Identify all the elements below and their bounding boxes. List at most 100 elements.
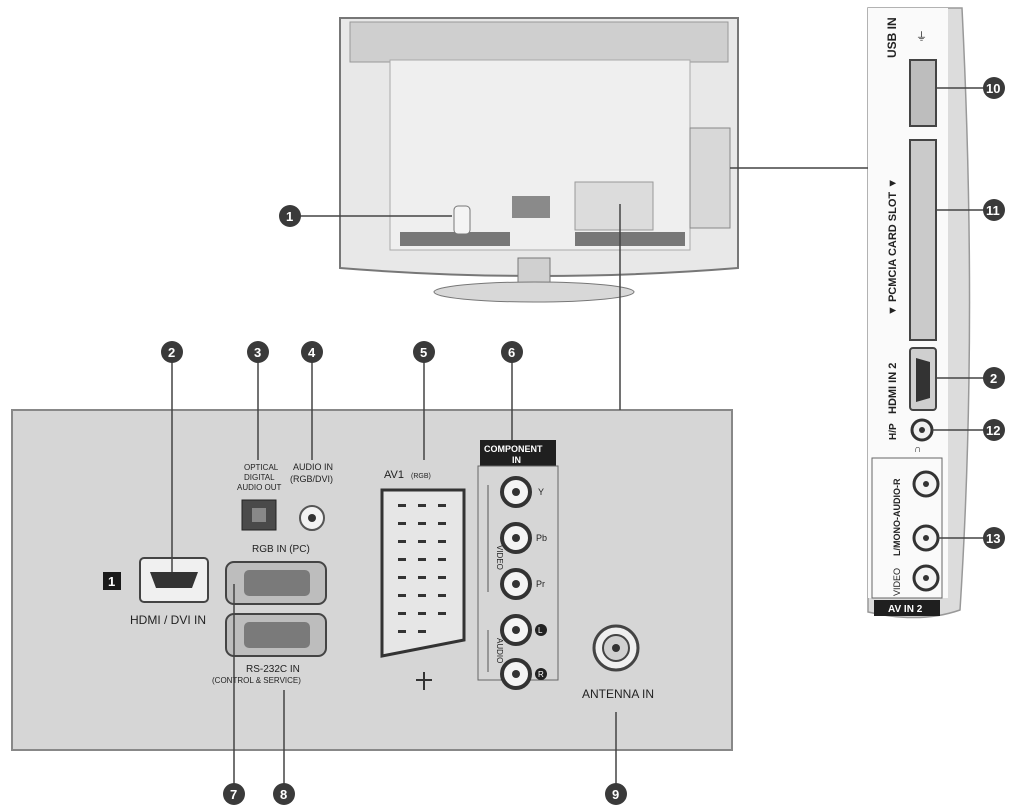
audio-in-label: AUDIO IN: [293, 462, 333, 472]
r-badge: [535, 668, 547, 680]
side-video-label: VIDEO: [892, 568, 902, 596]
component-label-1: COMPONENT: [484, 444, 543, 454]
headphone-icon: ∩: [914, 444, 921, 455]
scart-pin: [398, 558, 406, 561]
jack-hole: [923, 535, 929, 541]
tv-side-jack-area: [689, 127, 731, 229]
usb-in-label: USB IN: [885, 17, 899, 58]
scart-pin: [438, 540, 446, 543]
component-pb-label: Pb: [536, 533, 547, 543]
hdmi-connector-shape: [150, 572, 198, 588]
hdmi-in-2-connector-shape: [916, 358, 930, 402]
antenna-jack-pin: [612, 644, 620, 652]
callout-11: 11: [986, 203, 1000, 218]
scart-pin: [398, 630, 406, 633]
av1-label: AV1: [384, 469, 404, 481]
scart-pin: [398, 522, 406, 525]
callout-11-circle: [983, 199, 1005, 221]
scart-pin: [438, 522, 446, 525]
callout-10: 10: [986, 81, 1000, 96]
jack-hole: [923, 481, 929, 487]
callout-2b: 2: [990, 371, 997, 386]
callout-5: 5: [420, 345, 427, 360]
component-r-label: R: [538, 670, 544, 679]
rs232c-label: RS-232C IN: [246, 664, 300, 675]
scart-pin: [398, 594, 406, 597]
side-panel: USB IN ⏚ ▼ PCMCIA CARD SLOT ▼ HDMI IN 2 …: [867, 7, 971, 619]
jack-hole: [512, 626, 520, 634]
callout-1-circle: [279, 205, 301, 227]
callout-13-circle: [983, 527, 1005, 549]
optical-label-2: DIGITAL: [244, 473, 275, 482]
usb-in-port: [909, 59, 937, 127]
headphone-jack-hole: [919, 427, 925, 433]
rgb-in-label: RGB IN (PC): [252, 544, 310, 555]
jack-hole: [512, 580, 520, 588]
hp-label: H/P: [888, 423, 899, 440]
l-badge: [535, 624, 547, 636]
callout-7-circle: [223, 783, 245, 805]
component-audio-label: AUDIO: [495, 638, 504, 663]
jack-hole: [512, 488, 520, 496]
hdmi-badge-box: [103, 572, 121, 590]
rear-panel: 1 HDMI / DVI IN OPTICAL DIGITAL AUDIO OU…: [11, 409, 733, 751]
callout-4-circle: [301, 341, 323, 363]
callout-2: 2: [168, 345, 175, 360]
callout-3-circle: [247, 341, 269, 363]
av-in-2-badge: [874, 600, 940, 616]
tv-rear-jack-area: [574, 181, 654, 231]
callout-7: 7: [230, 787, 237, 802]
callout-8: 8: [280, 787, 287, 802]
av-in-2-frame: [871, 457, 943, 599]
audio-in-sub-label: (RGB/DVI): [290, 474, 333, 484]
scart-pin: [438, 504, 446, 507]
rear-panel-body: [11, 409, 733, 751]
scart-pin: [438, 594, 446, 597]
component-y-label: Y: [538, 487, 544, 497]
callout-6: 6: [508, 345, 515, 360]
callouts: 1 2 3 4 5 6 7 8 9 10 11 2 12 13: [161, 77, 1005, 805]
av1-scart-pins: [398, 504, 446, 633]
scart-pin: [418, 558, 426, 561]
optical-port-inner: [252, 508, 266, 522]
audio-in-jack-hole: [308, 514, 316, 522]
scart-pin: [438, 576, 446, 579]
callout-10-circle: [983, 77, 1005, 99]
callout-4: 4: [308, 345, 316, 360]
antenna-in-label: ANTENNA IN: [582, 687, 654, 701]
component-video-label: VIDEO: [495, 545, 504, 570]
callout-9: 9: [612, 787, 619, 802]
callout-2-circle: [161, 341, 183, 363]
callout-13: 13: [986, 531, 1000, 546]
callout-1: 1: [286, 209, 293, 224]
scart-pin: [398, 504, 406, 507]
component-pr-label: Pr: [536, 579, 545, 589]
pcmcia-card-slot: [909, 139, 937, 341]
scart-pin: [398, 540, 406, 543]
optical-label-1: OPTICAL: [244, 463, 279, 472]
tv-top-vent: [349, 21, 729, 63]
component-label-2: IN: [512, 455, 521, 465]
callout-5-circle: [413, 341, 435, 363]
rs232c-port-inner: [244, 622, 310, 648]
scart-pin: [438, 612, 446, 615]
tv-vent-center: [512, 196, 550, 218]
scart-pin: [398, 576, 406, 579]
hdmi-in-2-label: HDMI IN 2: [887, 363, 899, 414]
av-in-2-label: AV IN 2: [888, 604, 923, 615]
ground-icon: [416, 672, 432, 690]
scart-pin: [398, 612, 406, 615]
scart-pin: [418, 594, 426, 597]
component-l-label: L: [538, 626, 543, 635]
callout-2b-circle: [983, 367, 1005, 389]
callout-9-circle: [605, 783, 627, 805]
scart-pin: [418, 576, 426, 579]
callout-8-circle: [273, 783, 295, 805]
scart-pin: [418, 630, 426, 633]
optical-label-3: AUDIO OUT: [237, 483, 282, 492]
rs232c-sub-label: (CONTROL & SERVICE): [212, 676, 301, 685]
callout-12: 12: [986, 423, 1000, 438]
tv-power-socket: [453, 205, 471, 235]
scart-pin: [418, 522, 426, 525]
